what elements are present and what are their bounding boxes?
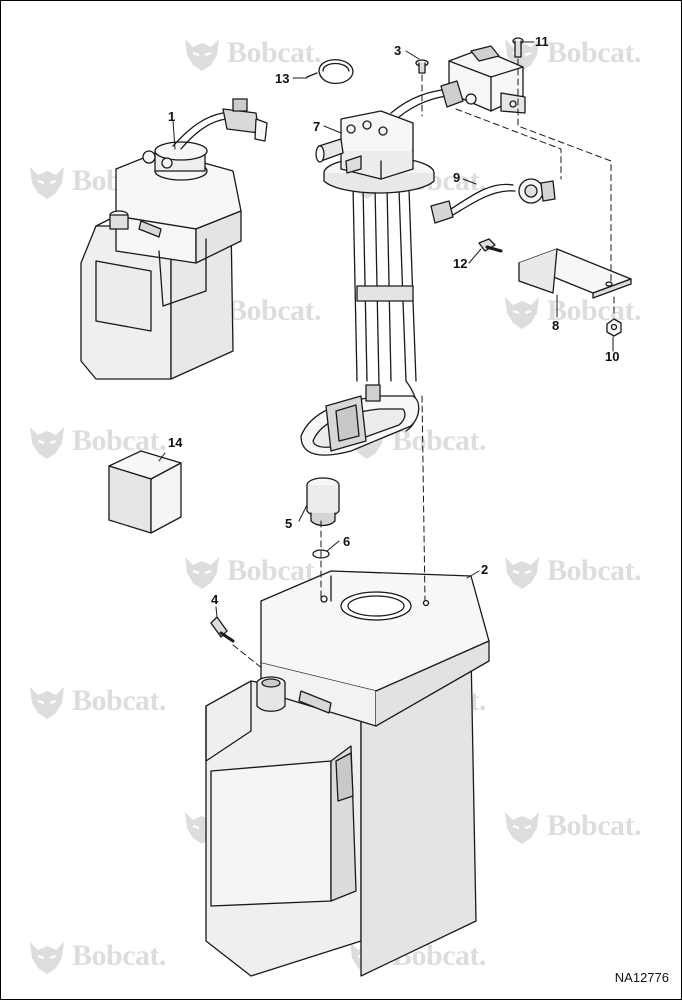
watermark-brand-text: Bobcat. [227,294,322,327]
callout-10: 10 [605,349,620,364]
part-9-harness [430,178,556,224]
watermark-logo: Bobcat. [501,291,642,331]
callout-7: 7 [313,119,321,134]
watermark-brand-text: Bobcat. [72,684,167,717]
bobcat-head-icon [30,167,64,199]
part-1-tank-assembly [80,98,268,380]
callout-8: 8 [552,318,560,333]
watermark-brand-text: Bobcat. [547,36,642,69]
bobcat-head-icon [505,812,539,844]
part-12-bolt [478,238,503,253]
watermark-brand-text: Bobcat. [72,939,167,972]
part-14-box [108,450,182,534]
part-11-bolt [512,37,524,58]
bobcat-head-icon [505,297,539,329]
part-2-fuel-tank [205,570,490,977]
watermark-logo: Bobcat. [26,936,167,976]
callout-4: 4 [211,592,219,607]
callout-6: 6 [343,534,351,549]
callout-13: 13 [275,71,290,86]
bobcat-head-icon [30,942,64,974]
callout-11: 11 [535,34,549,49]
bobcat-head-icon [30,687,64,719]
part-13-clamp [306,59,354,84]
callout-5: 5 [285,516,293,531]
part-8-bracket [518,248,632,299]
callout-9: 9 [453,170,461,185]
callout-3: 3 [394,43,402,58]
bobcat-head-icon [30,427,64,459]
leader-7 [323,125,342,134]
leader-9 [462,178,477,185]
leader-lines [158,41,614,618]
leader-1 [172,120,176,150]
part-6-o-ring [312,549,330,559]
bobcat-head-icon [185,39,219,71]
drawing-number: NA12776 [614,970,669,985]
bobcat-head-icon [505,557,539,589]
watermark-logo: Bobcat. [501,33,642,73]
callout-14: 14 [168,435,183,450]
part-3-bolt [415,59,429,74]
leader-2 [466,570,480,579]
watermark-brand-text: Bobcat. [547,809,642,842]
watermark-brand-text: Bobcat. [547,554,642,587]
callout-12: 12 [453,256,468,271]
assembly-lines [232,58,615,670]
leader-3 [405,50,420,60]
watermark-logo: Bobcat. [501,806,642,846]
watermark-logo: Bobcat. [26,421,167,461]
leader-4 [215,606,218,618]
watermark-brand-text: Bobcat. [72,424,167,457]
part-4-fitting [210,616,235,643]
callout-2: 2 [481,562,489,577]
bobcat-head-icon [185,557,219,589]
callout-1: 1 [168,109,176,124]
watermark-brand-text: Bobcat. [547,294,642,327]
leader-12 [468,248,482,264]
leader-14 [158,452,166,462]
watermark-logo: Bobcat. [26,681,167,721]
watermark-logo: Bobcat. [181,33,322,73]
watermark-brand-text: Bobcat. [227,36,322,69]
fuel-controller-module [440,45,526,114]
part-7-fuel-sender [300,88,457,456]
leader-6 [326,540,340,552]
part-10-nut [606,318,622,337]
leader-5 [298,504,308,522]
part-5-sensor [306,477,340,527]
watermark-logo: Bobcat. [501,551,642,591]
